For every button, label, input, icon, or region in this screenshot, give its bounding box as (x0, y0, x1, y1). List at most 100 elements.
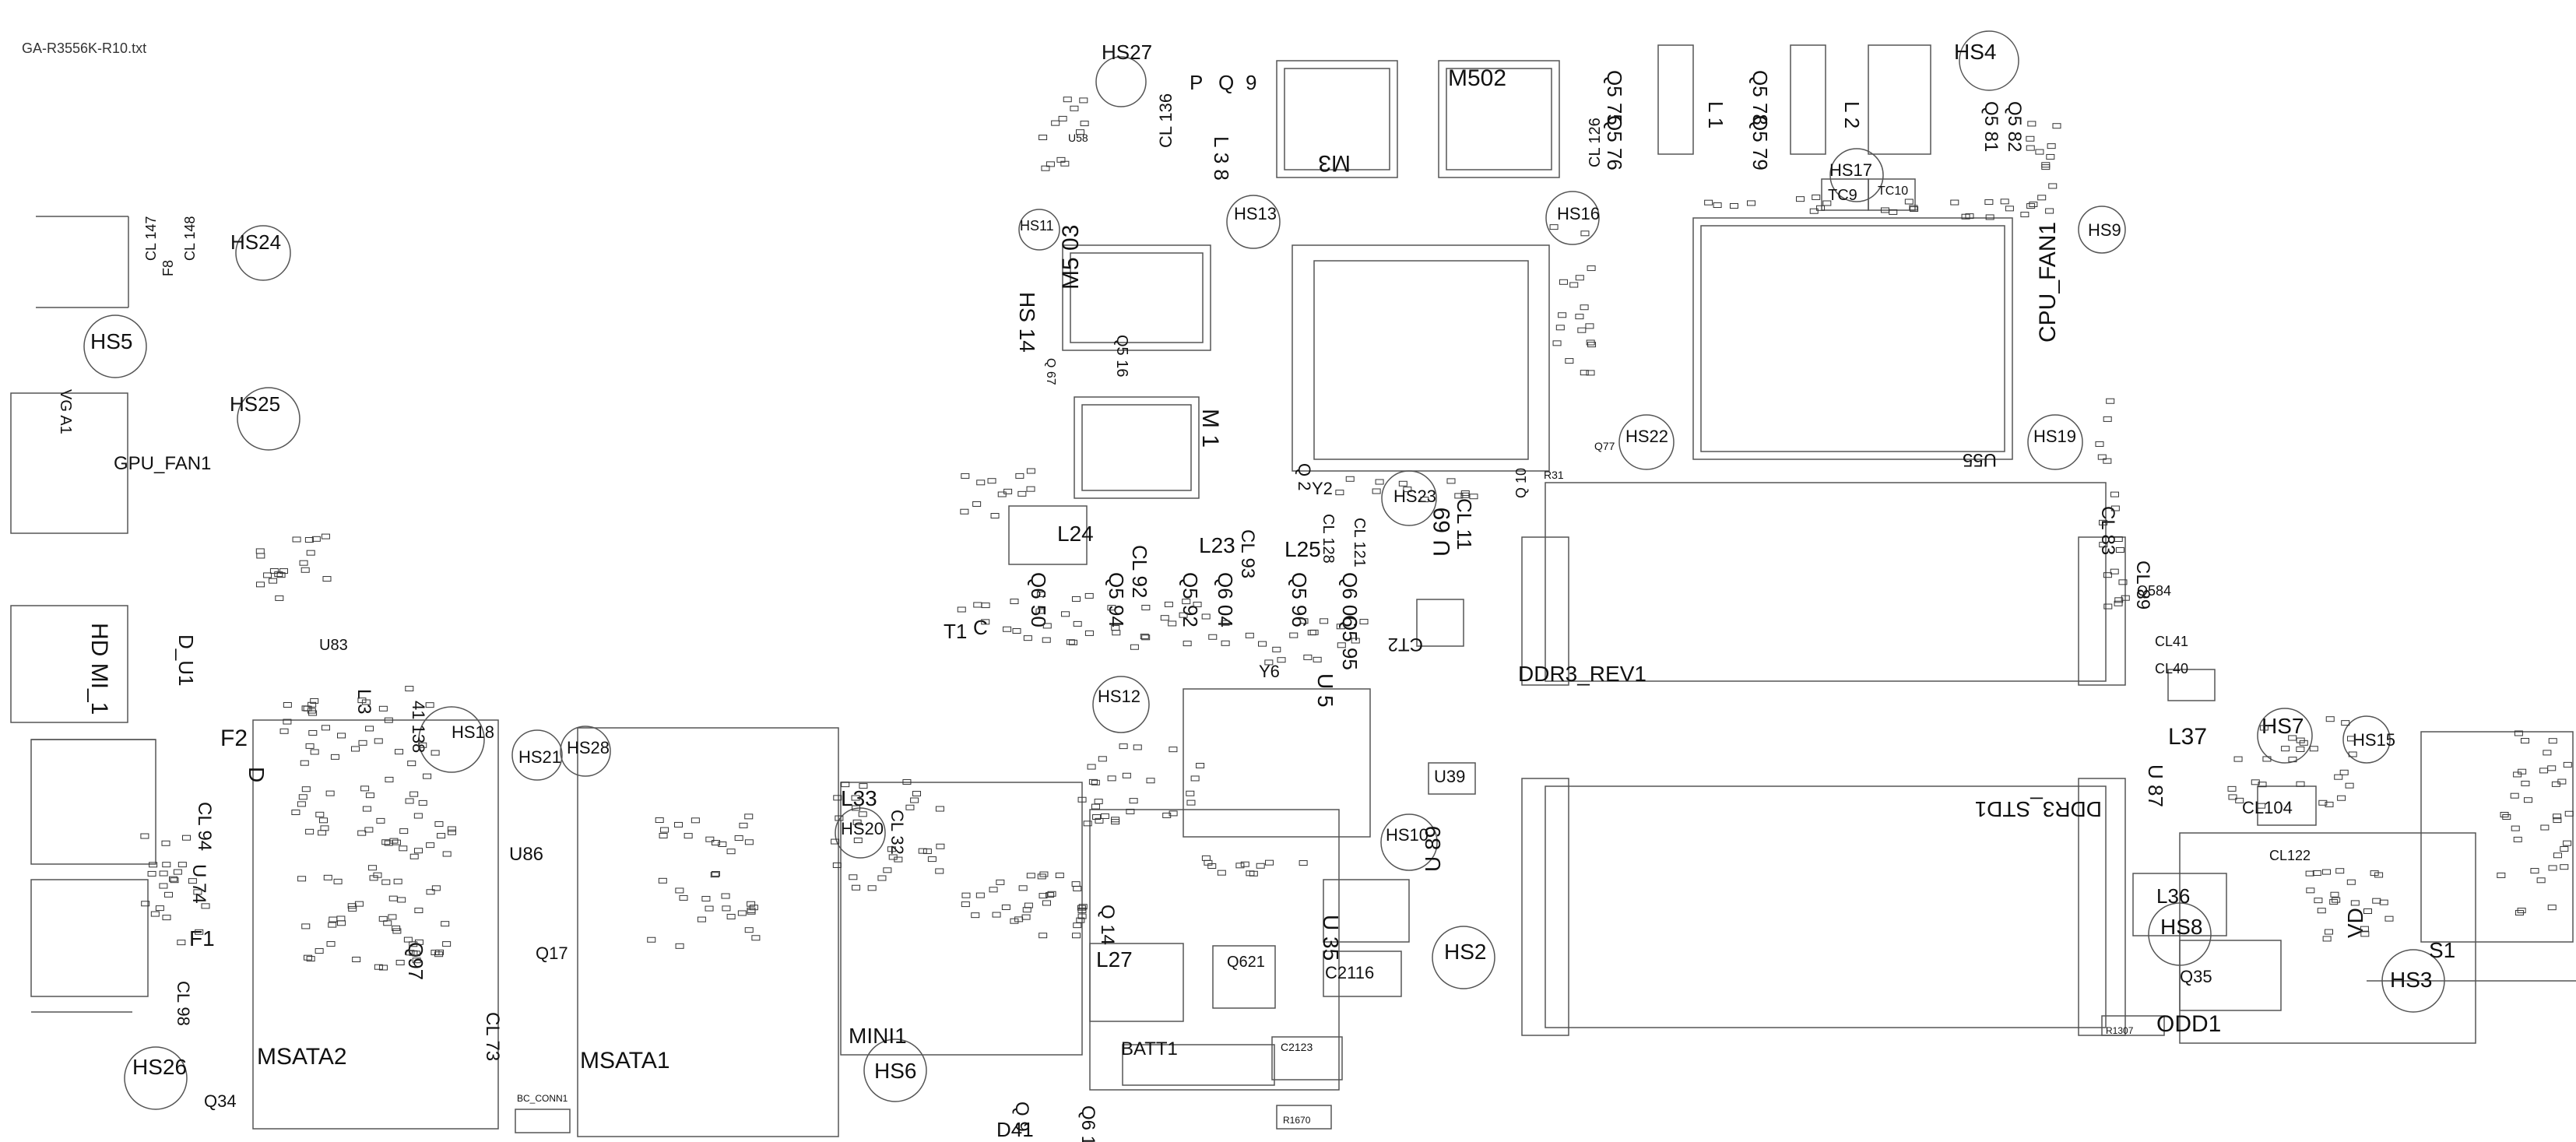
smd-footprint (2530, 868, 2539, 874)
smd-footprint (1221, 640, 1230, 646)
bc-conn1 (515, 1109, 571, 1133)
smd-footprint (367, 865, 377, 871)
smd-footprint (1950, 199, 1959, 206)
smd-footprint (960, 508, 969, 515)
smd-footprint (2540, 824, 2550, 831)
smd-footprint (710, 872, 719, 878)
smd-footprint (1256, 863, 1265, 869)
smd-footprint (2543, 750, 2552, 756)
smd-footprint (2027, 121, 2037, 127)
smd-footprint (2110, 505, 2120, 511)
smd-footprint (1586, 339, 1595, 346)
part-label: U 35 (1319, 915, 1343, 961)
smd-footprint (1126, 808, 1135, 814)
smd-footprint (1036, 591, 1046, 597)
part-label: CL104 (2242, 798, 2293, 817)
smd-footprint (283, 702, 292, 708)
smd-footprint (2523, 797, 2532, 803)
heatsink-label: HS6 (874, 1059, 916, 1083)
smd-footprint (726, 913, 736, 919)
chip-label: CT2 (1388, 634, 1423, 655)
smd-footprint (177, 940, 186, 946)
smd-footprint (263, 572, 272, 578)
part-label: Q17 (536, 943, 568, 963)
smd-footprint (1051, 120, 1060, 126)
part-label: L 3 8 (1210, 136, 1233, 181)
smd-footprint (1320, 618, 1329, 624)
smd-footprint (1372, 488, 1381, 494)
part-label: U58 (1068, 132, 1088, 144)
heatsink-hole (124, 1046, 188, 1110)
smd-footprint (275, 595, 284, 601)
chip-label: L27 (1096, 947, 1133, 972)
smd-footprint (2347, 736, 2356, 742)
smd-footprint (1010, 918, 1019, 924)
ddr3-rev1-latch (2078, 536, 2126, 686)
smd-footprint (1119, 743, 1128, 750)
smd-footprint (1179, 612, 1188, 618)
heatsink-label: HS20 (841, 819, 884, 838)
heatsink-hole (2148, 902, 2212, 966)
smd-footprint (170, 877, 179, 884)
smd-footprint (2547, 765, 2557, 771)
region-label: BATT1 (1121, 1038, 1178, 1059)
smd-footprint (981, 619, 990, 625)
smd-footprint (2553, 852, 2562, 859)
ddr3-std1-socket (1545, 785, 2107, 1028)
m3-die (1284, 68, 1390, 170)
smd-footprint (1162, 812, 1172, 818)
smd-footprint (832, 862, 842, 868)
smd-footprint (1073, 922, 1082, 929)
smd-footprint (1469, 494, 1478, 500)
part-label: Q97 (404, 942, 427, 980)
smd-footprint (1569, 282, 1579, 288)
c2123-box (1271, 1036, 1343, 1081)
smd-footprint (360, 785, 370, 792)
smd-footprint (2115, 546, 2124, 553)
smd-footprint (1107, 775, 1116, 782)
heatsink-hole (1092, 676, 1150, 733)
part-label: Q 67 (1044, 358, 1057, 385)
smd-footprint (1091, 779, 1100, 785)
smd-footprint (369, 875, 378, 881)
smd-footprint (894, 856, 903, 863)
smd-footprint (902, 778, 912, 785)
smd-footprint (2339, 769, 2349, 775)
heatsink-label: HS3 (2390, 968, 2432, 992)
smd-footprint (374, 964, 383, 970)
smd-footprint (849, 874, 858, 880)
smd-footprint (1713, 202, 1722, 209)
smd-footprint (744, 927, 754, 933)
smd-footprint (256, 553, 265, 559)
smd-footprint (173, 869, 182, 875)
smd-footprint (336, 920, 346, 926)
smd-footprint (441, 921, 450, 927)
smd-footprint (1038, 893, 1048, 899)
smd-footprint (409, 941, 418, 947)
smd-footprint (1193, 601, 1202, 607)
smd-footprint (399, 828, 409, 835)
part-label: Q35 (2180, 967, 2212, 986)
smd-footprint (2332, 897, 2341, 903)
smd-footprint (297, 876, 307, 882)
heatsink-label: HS11 (1020, 218, 1054, 234)
smd-footprint (2322, 936, 2332, 942)
smd-footprint (409, 853, 419, 859)
smd-footprint (2370, 870, 2379, 877)
smd-footprint (431, 950, 440, 956)
smd-footprint (2539, 768, 2549, 774)
part-label: L 2 (1840, 101, 1864, 128)
heatsink-label: HS26 (132, 1055, 187, 1079)
smd-footprint (675, 887, 684, 894)
m503-chip (1062, 244, 1211, 351)
smd-footprint (957, 606, 966, 613)
part-label: CL41 (2155, 634, 2188, 649)
smd-footprint (318, 830, 327, 836)
smd-footprint (1249, 870, 1258, 877)
smd-footprint (2511, 825, 2520, 831)
heatsink-label: HS25 (230, 392, 280, 416)
heatsink-label: HS17 (1829, 160, 1872, 180)
chip-label: TC9 (1828, 187, 1857, 204)
heatsink-hole (1226, 195, 1281, 249)
part-label: CL40 (2155, 661, 2188, 676)
